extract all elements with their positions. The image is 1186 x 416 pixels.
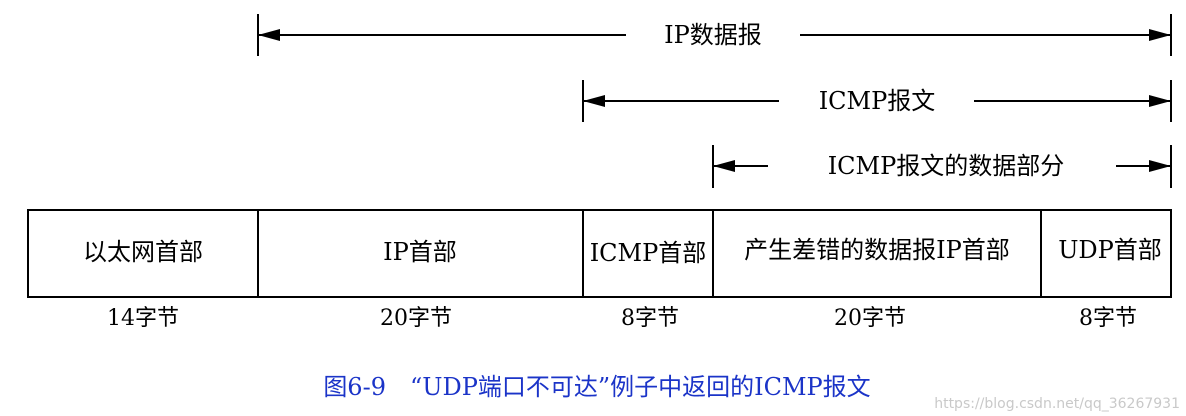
span-label-icmp-message: ICMP报文 [819,87,936,115]
span-ip-datagram: IP数据报 [257,14,1172,56]
span-icmp-message: ICMP报文 [582,80,1172,122]
segment-label-udp-header: UDP首部 [1058,236,1162,264]
segment-label-icmp-header: ICMP首部 [590,239,707,267]
span-label-ip-datagram: IP数据报 [664,21,762,49]
segment-label-ip-header: IP首部 [383,238,457,266]
span-label-icmp-data: ICMP报文的数据部分 [828,152,1065,180]
segment-size-ip: 20字节 [380,306,452,331]
packet-bar: 以太网首部 IP首部 ICMP首部 产生差错的数据报IP首部 UDP首部 [27,209,1172,298]
figure-caption: 图6-9 “UDP端口不可达”例子中返回的ICMP报文 [323,373,870,401]
segment-size-udp: 8字节 [1079,306,1137,331]
segment-label-original-ip-header: 产生差错的数据报IP首部 [744,236,1010,264]
span-icmp-data: ICMP报文的数据部分 [712,145,1172,188]
watermark-text: https://blog.csdn.net/qq_36267931 [934,396,1180,412]
segment-sizes: 14字节 20字节 8字节 20字节 8字节 [107,306,1137,331]
segment-size-ethernet: 14字节 [107,306,179,331]
segment-size-original-ip: 20字节 [834,306,906,331]
segment-size-icmp: 8字节 [621,306,679,331]
packet-outline [27,209,1172,298]
segment-label-ethernet-header: 以太网首部 [83,238,203,266]
